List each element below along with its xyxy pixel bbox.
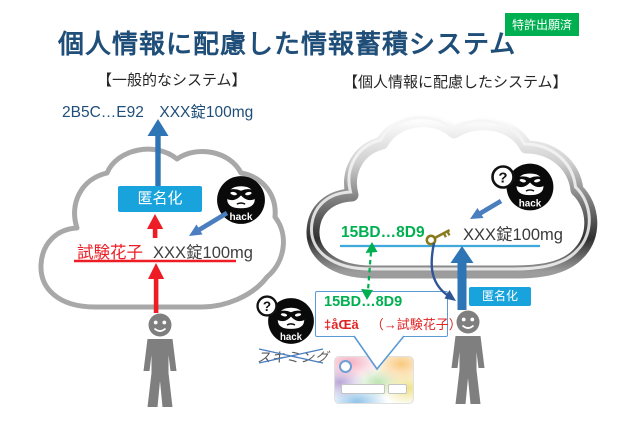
- stored-detail-text: XXX錠100mg: [463, 226, 563, 244]
- right-hacker-icon: [505, 162, 555, 212]
- card-logo: [339, 360, 352, 373]
- stored-id-text: 15BD…8D9: [341, 224, 425, 241]
- chrome-cloud-highlight: [309, 116, 591, 271]
- left-hacker-icon: [216, 175, 266, 225]
- patent-status-badge: 特許出願済: [505, 13, 580, 36]
- page-title: 個人情報に配慮した情報蓄積システム: [58, 29, 517, 59]
- decode-callout-box: 15BD…8D9 ‡åŒä （→試験花子）: [315, 291, 462, 337]
- personal-record-text: 試験花子 XXX錠100mg: [77, 239, 253, 263]
- decoded-text: （→試験花子）: [370, 317, 462, 332]
- left-anonymize-box: 匿名化: [118, 186, 202, 212]
- chrome-cloud-icon: [306, 114, 598, 279]
- cipher-text: ‡åŒä: [324, 317, 359, 332]
- skimming-label: スキミング: [257, 350, 330, 365]
- decode-id-text: 15BD…8D9: [324, 294, 403, 310]
- card-field: [341, 384, 385, 394]
- record-name: 試験花子: [77, 244, 143, 262]
- left-cloud-outline-icon: [38, 146, 286, 310]
- skimming-question-icon: [256, 295, 278, 317]
- left-system-heading: 【一般的なシステム】: [97, 73, 247, 89]
- right-anonymize-box: 匿名化: [469, 287, 531, 306]
- anonymized-output-text: 2B5C…E92 XXX錠100mg: [62, 104, 254, 121]
- right-hacker-question-icon: [491, 165, 515, 189]
- record-detail: XXX錠100mg: [153, 244, 253, 262]
- card-field: [388, 384, 407, 394]
- decode-result-text: ‡åŒä （→試験花子）: [324, 314, 462, 333]
- right-system-heading: 【個人情報に配慮したシステム】: [343, 75, 568, 91]
- insurance-card-icon: [334, 356, 414, 404]
- left-person-icon: [142, 312, 178, 408]
